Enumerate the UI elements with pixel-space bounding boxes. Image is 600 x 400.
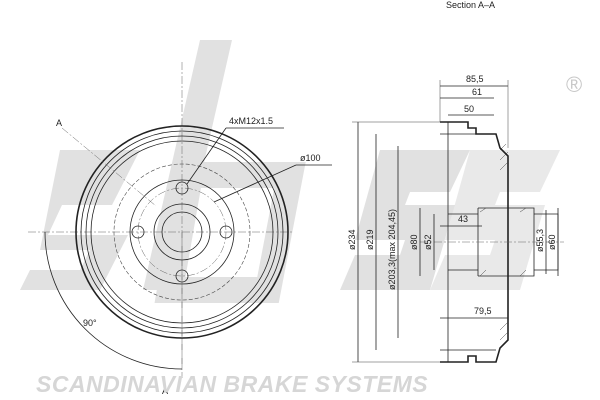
dim-55-3: ø55,3 [535,229,545,252]
brand-tagline: SCANDINAVIAN BRAKE SYSTEMS [36,371,428,397]
dim-219: ø219 [365,229,375,250]
pcd-leader [213,164,297,203]
angle-arc [44,231,183,370]
angle-label: 90° [83,318,97,328]
bolt-hole-left [131,225,145,239]
hub-bore-lines [448,213,478,271]
dim-52: ø52 [423,234,433,250]
section-mark-lower: A [162,386,168,396]
drum-profile-outline [440,121,509,363]
bolt-hole-right [219,225,233,239]
section-view: Section A–A 85,5 61 50 43 79,5 [347,0,564,363]
drum-rim-lines [440,133,496,351]
bolt-hole-top [175,181,189,195]
dim-43: 43 [458,214,468,224]
bolt-pitch-circle [137,187,227,277]
dim-60: ø60 [547,234,557,250]
section-title: Section A–A [446,0,495,10]
section-line-upper [61,127,157,207]
front-view: 4xM12x1.5 ø100 A A 90° [28,62,332,396]
dim-80: ø80 [409,234,419,250]
dim-85-5: 85,5 [466,74,484,84]
registered-mark: ® [566,72,582,97]
dim-234: ø234 [347,229,357,250]
section-hatching [479,143,527,341]
dim-61: 61 [472,87,482,97]
dim-203-3: ø203,3(max 204,45) [387,209,397,290]
pcd-label: ø100 [300,153,321,163]
bolt-note-label: 4xM12x1.5 [229,116,273,126]
bolt-note-leader [186,127,227,185]
section-mark-upper: A [56,118,62,128]
flange-hidden-circle [113,163,251,301]
dim-50: 50 [464,104,474,114]
dim-79-5: 79,5 [474,306,492,316]
